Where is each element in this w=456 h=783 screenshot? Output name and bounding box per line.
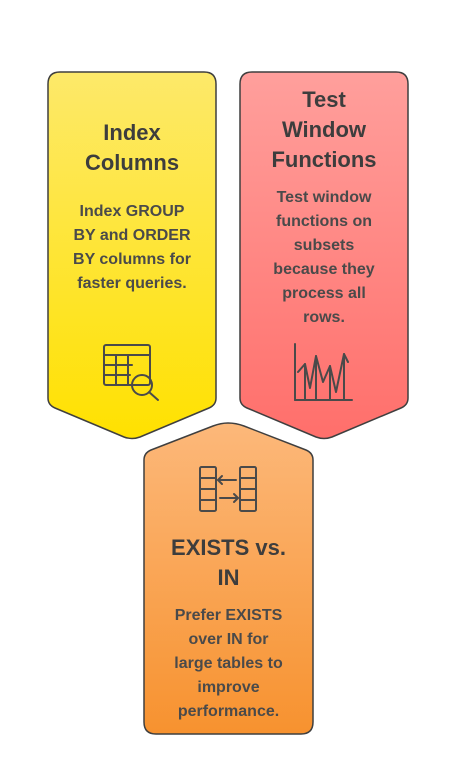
card-exists-in-title: EXISTS vs. IN: [171, 535, 286, 590]
card-index-columns-title: Index Columns: [84, 120, 180, 175]
card-index-columns-description: Index GROUP BY and ORDER BY columns for …: [73, 203, 191, 292]
chart-lines-icon: [294, 343, 353, 401]
table-search-icon: [103, 344, 159, 401]
card-exists-in-description: Prefer EXISTS over IN for large tables t…: [174, 607, 283, 720]
card-window-functions-shape: [239, 71, 409, 440]
card-window-functions-description: Test window functions on subsets because…: [273, 189, 375, 326]
card-exists-in-shape: [143, 422, 314, 735]
card-index-columns-shape: [47, 71, 217, 440]
card-window-functions-title: Test Window Functions: [271, 87, 377, 172]
table-exchange-icon: [199, 466, 257, 512]
